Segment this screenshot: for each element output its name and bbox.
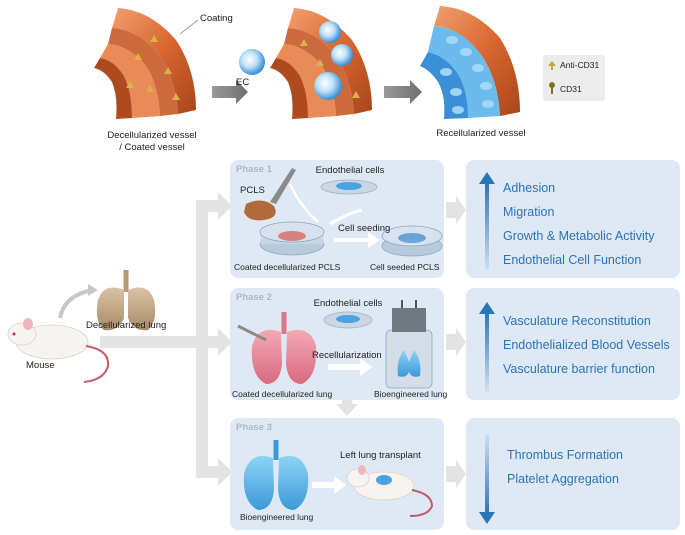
legend-cd31-label: CD31: [560, 84, 582, 94]
outcome-1-up-arrow: [479, 172, 495, 270]
outcome-vasculature-reconstitution: Vasculature Reconstitution: [503, 314, 651, 328]
mouse-image: [7, 318, 110, 383]
outcome-box-2: [466, 288, 680, 400]
phase2-endothelial-cells-label: Endothelial cells: [313, 298, 383, 309]
coated-pcls-label: Coated decellularized PCLS: [234, 262, 341, 272]
phase1-endothelial-cells-label: Endothelial cells: [315, 165, 385, 176]
coated-pcls-dish: [259, 221, 325, 256]
cell-seeding-arrow: [334, 232, 380, 248]
recellularized-vessel-image: [420, 6, 520, 119]
decellularized-lung-label: Decellularized lung: [86, 320, 167, 331]
outcome-ec-function: Endothelial Cell Function: [503, 253, 642, 267]
phase3-title: Phase 3: [236, 422, 272, 433]
outcome-3-down-arrow: [479, 434, 495, 524]
coated-vessel-with-cells-image: [270, 8, 372, 119]
mouse-label: Mouse: [26, 360, 55, 371]
outcome-migration: Migration: [503, 205, 555, 219]
phase3-bioengineered-lung-label: Bioengineered lung: [240, 512, 314, 522]
pcls-label: PCLS: [240, 185, 265, 196]
outcome-box-3: [466, 418, 680, 530]
cd31-icon: [549, 82, 555, 94]
cell-seeded-pcls-dish: [381, 225, 443, 257]
decellularized-lung-image: [96, 270, 156, 331]
cell-seeding-label: Cell seeding: [338, 223, 391, 234]
recellularization-arrow: [328, 358, 372, 376]
recellularized-vessel-label: Recellularized vessel: [436, 128, 526, 139]
outcome-barrier-function: Vasculature barrier function: [503, 362, 655, 376]
coating-leader-line: [179, 19, 199, 35]
mouse-to-lung-arrow: [58, 288, 93, 319]
transplant-arrow: [312, 476, 346, 494]
coating-label: Coating: [200, 13, 233, 24]
top-process-arrows: [212, 80, 422, 104]
phase2-title: Phase 2: [236, 292, 272, 303]
outcome-growth: Growth & Metabolic Activity: [503, 229, 655, 243]
anti-cd31-icon: [548, 61, 556, 70]
outcome-box-1: [466, 160, 680, 278]
outcome-adhesion: Adhesion: [503, 181, 556, 195]
transplant-mouse-image: [346, 465, 434, 517]
outcome-2-up-arrow: [479, 302, 495, 392]
outcome-platelet: Platelet Aggregation: [507, 472, 619, 486]
phase1-title: Phase 1: [236, 164, 272, 175]
phase2-to-phase3-arrow: [336, 394, 358, 416]
outcome-thrombus: Thrombus Formation: [507, 448, 624, 462]
left-lung-transplant-label: Left lung transplant: [340, 450, 421, 461]
bioreactor-image: [385, 300, 433, 389]
legend-box: [543, 55, 605, 101]
bioengineered-lung-image: [243, 440, 309, 510]
phase2-bioengineered-lung-label: Bioengineered lung: [374, 389, 448, 399]
phase-outcome-arrows: [446, 196, 466, 488]
pcls-tissue-image: [244, 168, 296, 221]
decellularized-vessel-label: Decellularized vessel: [107, 130, 197, 141]
coated-decellularized-lung-image: [237, 312, 317, 384]
outcome-endothelialized-vessels: Endothelialized Blood Vessels: [503, 338, 670, 352]
legend-anti-cd31-label: Anti-CD31: [560, 60, 600, 70]
ec-label: EC: [236, 77, 250, 88]
coated-vessel-label: / Coated vessel: [119, 142, 185, 153]
branch-arrows: [100, 192, 232, 486]
decellularized-vessel-image: [94, 8, 196, 119]
recellularization-label: Recellularization: [312, 350, 382, 361]
ec-cell-icon: [239, 49, 265, 75]
cell-seeded-pcls-label: Cell seeded PCLS: [370, 262, 440, 272]
coated-lung-label: Coated decellularized lung: [232, 389, 333, 399]
